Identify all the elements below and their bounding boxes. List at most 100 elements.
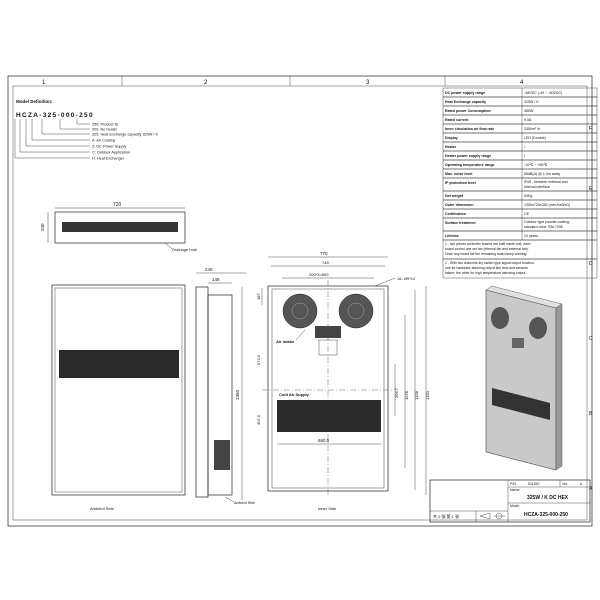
spec-value: internal interface <box>524 185 550 189</box>
drainage-label: Drainage hole <box>172 247 198 252</box>
mode-value: HCZA-325-000-250 <box>524 512 568 518</box>
spec-label: Rated power Consumption <box>445 109 491 113</box>
dim-396: 396.7 <box>394 387 399 398</box>
spec-value: / <box>524 154 525 158</box>
note-box <box>442 258 598 279</box>
grid-row-b: B <box>589 411 593 417</box>
dim-573: 573.5 <box>256 354 261 365</box>
model-item: H: Heat Exchanger <box>92 157 125 161</box>
projection-symbol-icon <box>479 512 505 520</box>
spec-label: Max. noise level <box>445 172 472 176</box>
top-view: 720 340 Drainage hole <box>40 202 198 252</box>
spec-value: 325W / K <box>524 100 539 104</box>
product-3d-view <box>485 285 563 471</box>
model-item: Z: DC Power Supply <box>92 145 126 149</box>
grid-marks: 1 2 3 4 F E D C B A <box>42 76 593 492</box>
spec-value: 10 years <box>524 234 538 238</box>
spec-label: Operating temperature range <box>445 163 495 167</box>
spec-label: Net weight <box>445 194 464 198</box>
dim-770: 770 <box>320 251 328 256</box>
air-intake-label: Air Intake <box>276 339 295 344</box>
spec-value: standard color: RAL7035 <box>524 225 563 229</box>
model-item: 250: Product ID <box>92 123 119 127</box>
pn-label: P/N. <box>510 482 517 486</box>
spec-row <box>442 208 598 219</box>
spec-value: 9.5A <box>524 118 532 122</box>
spec-value: 1350x720x340 (mm,HxWxD) <box>524 203 570 207</box>
ver-value: A <box>580 482 583 486</box>
model-item: 000: No heater <box>92 128 118 132</box>
dim-680: 680.5 <box>318 438 330 443</box>
spec-value: 65dB(A) @ 1.0m away <box>524 172 560 176</box>
spec-label: Heat Exchange capacity <box>445 100 486 104</box>
inner-side-view: 770 748 200*3=600 16- Ø9*12 Air Intake C… <box>256 251 430 511</box>
spec-row <box>442 141 598 152</box>
dim-148: 148 <box>212 277 220 282</box>
spec-note: 2 - With two channels dry switch type si… <box>445 261 535 275</box>
model-item: A: Air Cooling <box>92 139 115 143</box>
spec-value: 3350m³ /h <box>524 127 540 131</box>
model-definition: Model Definition: HCZA-325-000-250 250: … <box>14 99 159 161</box>
spec-label: IP protection level <box>445 181 476 185</box>
dim-307: 307.5 <box>256 414 261 425</box>
holes-label: 16- Ø9*12 <box>397 276 416 281</box>
grid-col-3: 3 <box>366 80 370 86</box>
dim-748: 748 <box>322 260 329 265</box>
grid-row-e: E <box>589 186 593 192</box>
dim-holes-pitch: 200*3=600 <box>309 272 329 277</box>
spec-row <box>442 132 598 143</box>
dim-1078: 1078 <box>404 390 409 400</box>
dim-187: 187 <box>256 293 261 300</box>
spec-label: Display <box>445 136 458 140</box>
dim-1350-side: 1350 <box>235 389 240 400</box>
spec-label: Inner circulation air flow rate <box>445 127 494 131</box>
ambient-side-view: Ambient Side <box>51 284 186 511</box>
spec-value: 54Kg <box>524 194 532 198</box>
pn-value: 511260 <box>528 482 539 486</box>
dim-width: 720 <box>113 202 122 208</box>
spec-value: IPx5 - between external and <box>524 180 568 184</box>
spec-value: -48VDC (-40 ~ -60VDC) <box>524 91 562 95</box>
spec-label: Lifetime <box>445 234 459 238</box>
spec-label: Outer dimension <box>445 203 474 207</box>
grid-col-1: 1 <box>42 80 46 86</box>
spec-note: 1 - two pieces controller boards are bui… <box>445 242 531 256</box>
ver-label: Ver. <box>562 482 568 486</box>
dim-240: 240 <box>205 267 213 272</box>
inner-side-label: Inner Side <box>318 506 337 511</box>
spec-value: Outdoor type powder coating, <box>524 220 570 224</box>
grid-row-c: C <box>589 336 593 342</box>
mode-label: Mode: <box>510 504 520 508</box>
spec-value: LED (Double) <box>524 136 546 140</box>
title-block: P/N. 511260 Ver. A Name: 325W / K DC HEX… <box>429 479 591 523</box>
spec-value: -10℃ ~ +65℃ <box>524 163 548 167</box>
side-ambient-label: Ambient Side <box>234 501 255 505</box>
cold-air-label: Cold Air Supply <box>279 392 310 397</box>
spec-row <box>442 190 598 201</box>
dim-1350: 1350 <box>425 390 430 400</box>
name-label: Name: <box>510 488 520 492</box>
spec-value: / <box>524 145 525 149</box>
grid-col-2: 2 <box>204 80 208 86</box>
spec-label: Surface treatment <box>445 221 476 225</box>
dim-1328: 1328 <box>414 390 419 400</box>
grid-col-4: 4 <box>520 80 524 86</box>
spec-label: Heater <box>445 145 457 149</box>
spec-label: Certification <box>445 212 466 216</box>
spec-value: CE <box>524 212 530 216</box>
grid-row-d: D <box>589 261 593 267</box>
spec-value: 450W <box>524 109 534 113</box>
model-item: C: Outdoor Application <box>92 151 130 155</box>
model-definition-title: Model Definition: <box>16 99 53 104</box>
spec-label: Heater power supply range <box>445 154 491 158</box>
inner-frame <box>12 85 588 521</box>
spec-label: DC power supply range <box>445 91 485 95</box>
model-item: 325: Heat Exchange capacity 325W / K <box>92 133 159 137</box>
outer-frame <box>7 75 593 527</box>
sheet-count: 共 2 張 第 1 張 <box>433 513 459 519</box>
model-code: HCZA-325-000-250 <box>16 112 94 119</box>
dim-depth: 340 <box>40 223 45 231</box>
spec-row <box>442 230 598 241</box>
side-view: 240 148 1350 Ambient Side <box>195 267 255 505</box>
